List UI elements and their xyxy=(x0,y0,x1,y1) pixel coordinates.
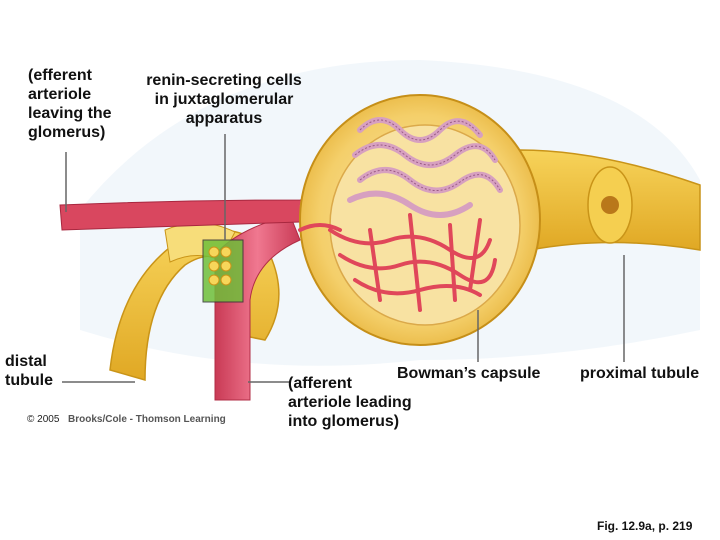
figure-reference: Fig. 12.9a, p. 219 xyxy=(597,519,693,533)
proximal-tubule-label: proximal tubule xyxy=(580,365,700,382)
bowmans-capsule-label: Bowman’s capsule xyxy=(397,365,541,382)
glomerular-loops-outline xyxy=(354,119,501,191)
glomerular-capillaries xyxy=(298,213,497,312)
renin-cells-label: renin-secreting cells in juxtaglomerular… xyxy=(146,72,302,127)
afferent-arteriole-label: (afferent arteriole leading into glomeru… xyxy=(288,375,412,430)
publisher-credit: Brooks/Cole - Thomson Learning xyxy=(68,414,226,425)
proximal-tubule-shape xyxy=(519,149,701,251)
distal-tubule-label: distal tubule xyxy=(5,353,53,389)
copyright-text: © 2005 xyxy=(27,414,60,425)
efferent-arteriole-label: (efferent arteriole leaving the glomerus… xyxy=(28,67,112,141)
